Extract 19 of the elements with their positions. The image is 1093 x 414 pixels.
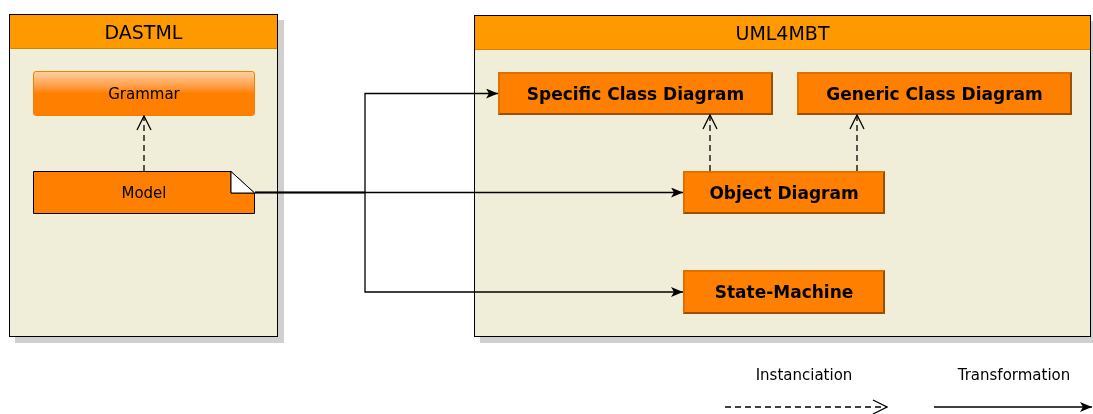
- grammar-box: [33, 71, 255, 116]
- legend-label: Transformation: [957, 366, 1071, 384]
- node-label: Object Diagram: [709, 182, 859, 203]
- package-title: DASTML: [10, 15, 277, 49]
- class-box: [683, 270, 885, 314]
- node-label: Model: [121, 183, 167, 202]
- class-box: [683, 171, 885, 214]
- arrow: [136, 115, 152, 172]
- package-title: UML4MBT: [475, 16, 1090, 50]
- legend-label: Instanciation: [755, 366, 853, 384]
- arrow: [849, 114, 865, 172]
- node-label: Grammar: [108, 84, 180, 103]
- class-box: [797, 72, 1072, 115]
- arrow: [702, 114, 718, 172]
- node-label: State-Machine: [714, 282, 854, 302]
- node-label: Specific Class Diagram: [526, 83, 745, 104]
- node-label: Generic Class Diagram: [826, 83, 1043, 104]
- arrow: [254, 191, 684, 297]
- class-box: [498, 72, 773, 115]
